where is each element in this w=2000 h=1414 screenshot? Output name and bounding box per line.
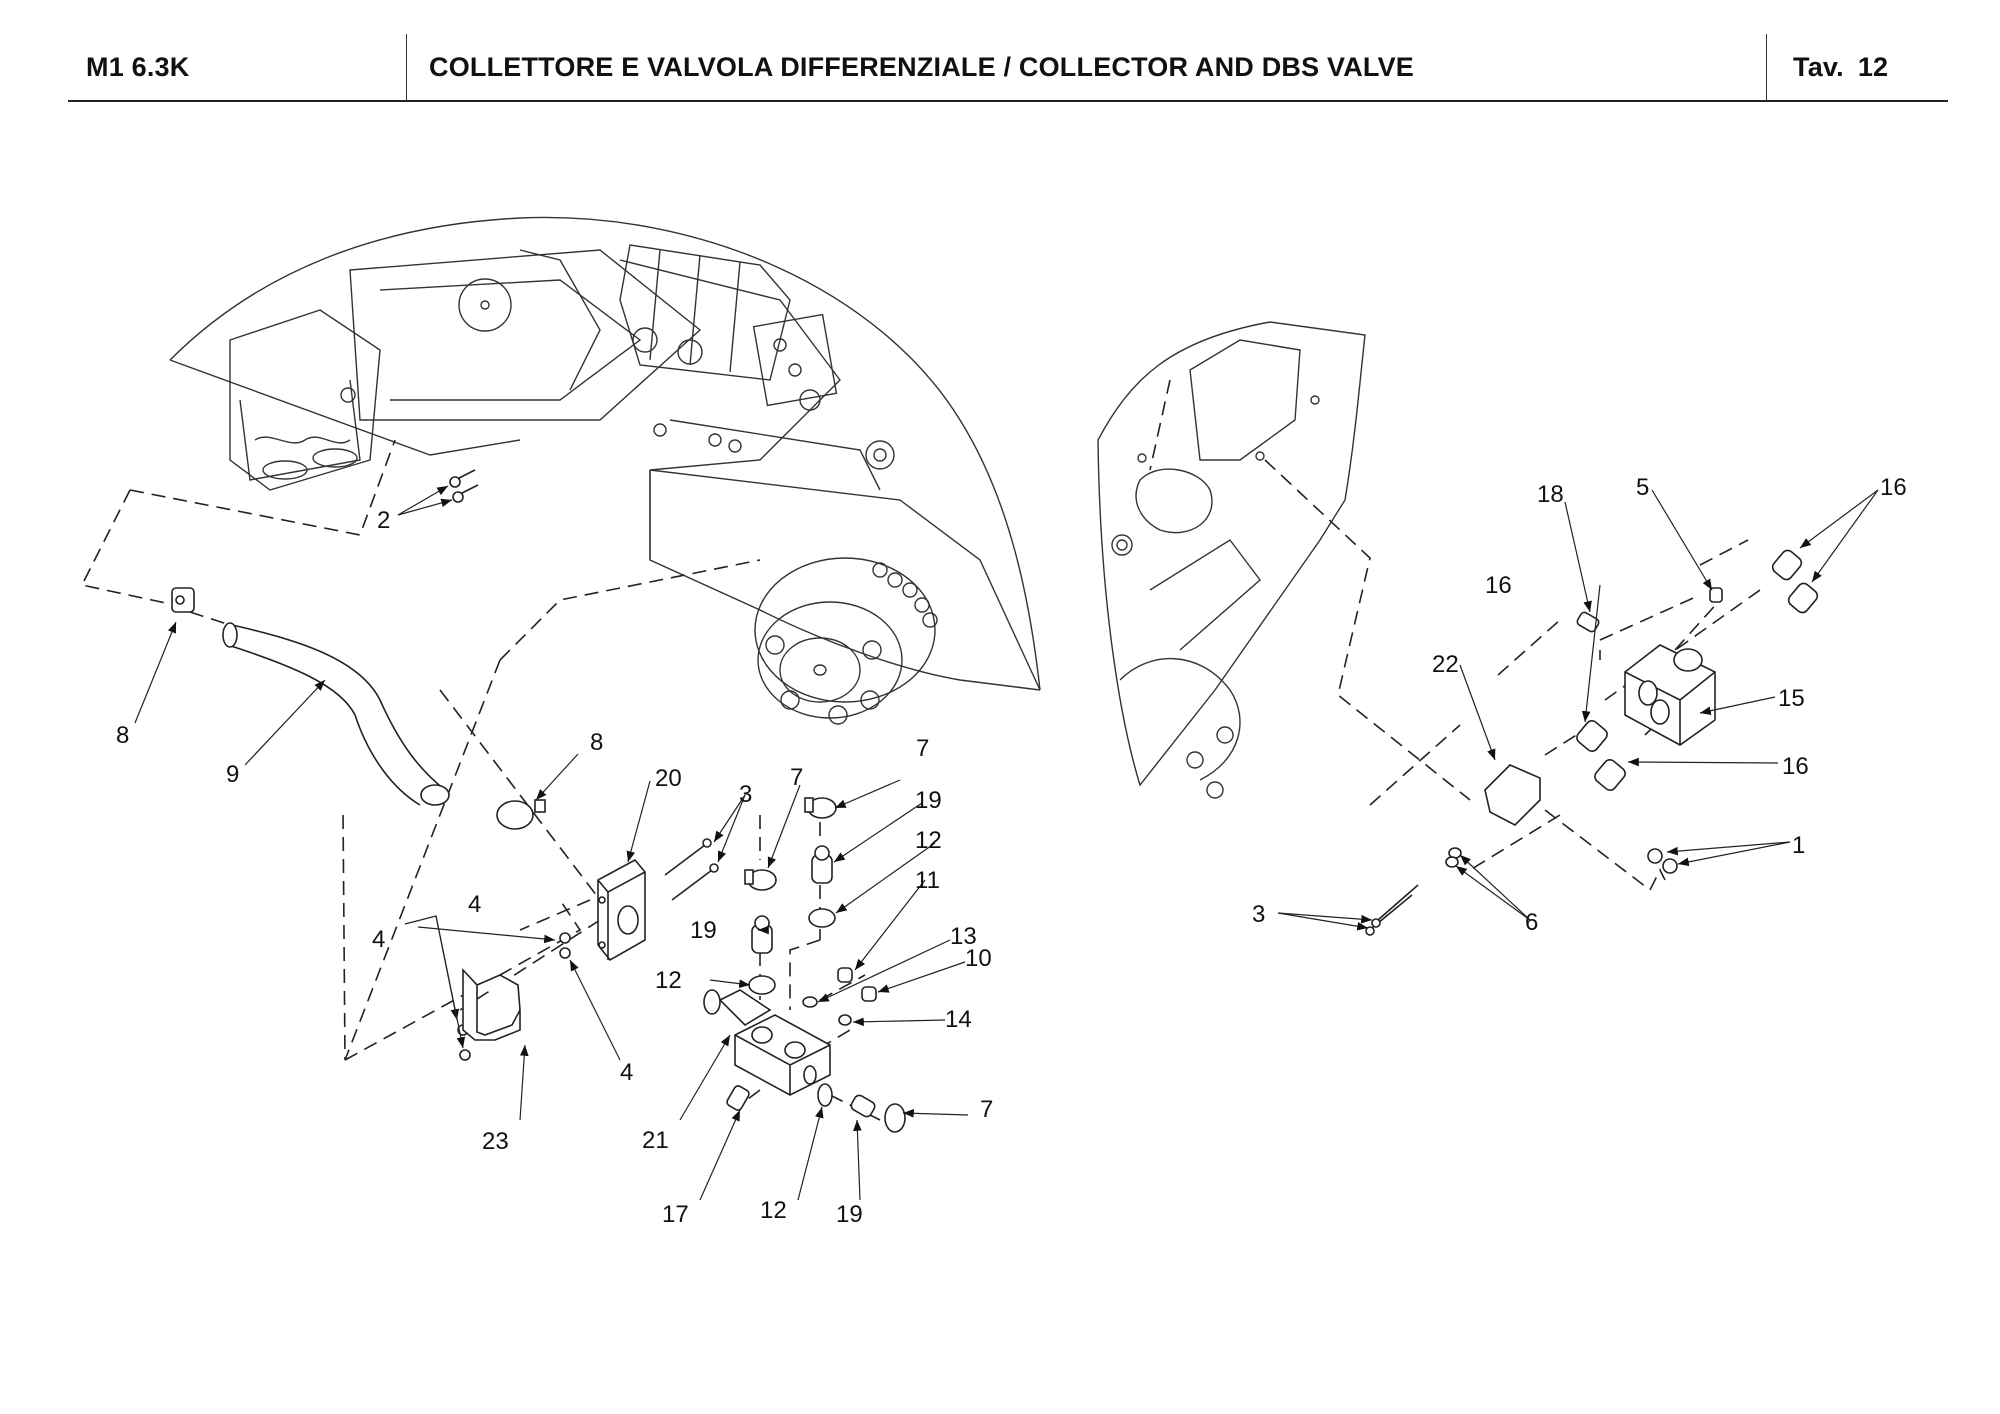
washers-item-6 bbox=[1445, 847, 1462, 868]
clamp-item-7b bbox=[804, 797, 837, 819]
callout-labels: 2 8 9 8 20 3 7 7 19 12 11 19 12 13 10 14… bbox=[116, 474, 1907, 1228]
callout-14: 14 bbox=[945, 1006, 972, 1033]
title-block: M1 6.3K COLLETTORE E VALVOLA DIFFERENZIA… bbox=[68, 34, 1948, 102]
callout-12: 12 bbox=[760, 1197, 787, 1224]
right-view-arc bbox=[1097, 321, 1366, 787]
callout-16: 16 bbox=[1880, 474, 1907, 501]
callout-19: 19 bbox=[690, 917, 717, 944]
callout-7: 7 bbox=[980, 1096, 993, 1123]
clamp-item-7c bbox=[884, 1103, 906, 1133]
fitting-item-16b bbox=[1787, 582, 1819, 614]
right-assembly-lines bbox=[1149, 379, 1761, 891]
callout-8: 8 bbox=[116, 722, 129, 749]
clamp-item-7a bbox=[744, 869, 777, 891]
fitting-item-19c bbox=[850, 1094, 876, 1118]
washer-item-14 bbox=[838, 1014, 852, 1026]
model-code: M1 6.3K bbox=[86, 51, 190, 82]
clamp-item-8b bbox=[496, 799, 546, 830]
fitting-item-16c bbox=[1576, 719, 1608, 753]
left-frame-view bbox=[169, 216, 1041, 725]
callout-7: 7 bbox=[790, 764, 803, 791]
callout-4: 4 bbox=[468, 891, 481, 918]
block-item-20 bbox=[597, 858, 646, 962]
callout-10: 10 bbox=[965, 945, 992, 972]
pedal-plate bbox=[229, 309, 381, 491]
hydraulic-pump bbox=[619, 244, 791, 381]
bolts-item-3b bbox=[1365, 884, 1419, 936]
table-number-cell: Tav. 12 bbox=[1766, 34, 1973, 100]
nuts-item-1 bbox=[1647, 848, 1678, 874]
right-exploded-parts bbox=[1365, 549, 1819, 936]
seal-item-13 bbox=[802, 996, 818, 1008]
left-exploded-parts bbox=[171, 469, 906, 1133]
leader-lines bbox=[134, 485, 1879, 1201]
callout-16: 16 bbox=[1485, 572, 1512, 599]
drawing-title: COLLETTORE E VALVOLA DIFFERENZIALE / COL… bbox=[406, 34, 1779, 100]
callout-3: 3 bbox=[739, 781, 752, 808]
fitting-item-18 bbox=[1576, 611, 1600, 633]
left-view-arc bbox=[169, 216, 1041, 691]
seal-item-12b bbox=[808, 908, 836, 928]
right-frame-view bbox=[1097, 321, 1366, 799]
bracket-item-23 bbox=[462, 967, 521, 1041]
callout-4: 4 bbox=[620, 1059, 633, 1086]
plug-item-10 bbox=[861, 986, 877, 1002]
seal-item-12c bbox=[817, 1083, 833, 1107]
dbs-valve-item-15 bbox=[1624, 644, 1716, 746]
fitting-item-19a bbox=[751, 915, 773, 954]
clamp-item-8a bbox=[171, 587, 195, 613]
callout-15: 15 bbox=[1778, 685, 1805, 712]
table-prefix: Tav. bbox=[1793, 51, 1844, 82]
callout-18: 18 bbox=[1537, 481, 1564, 508]
callout-16: 16 bbox=[1782, 753, 1809, 780]
callout-9: 9 bbox=[226, 761, 239, 788]
callout-3: 3 bbox=[1252, 901, 1265, 928]
callout-1: 1 bbox=[1792, 832, 1805, 859]
hose-item-9 bbox=[231, 624, 446, 791]
callout-6: 6 bbox=[1525, 909, 1538, 936]
callout-12: 12 bbox=[915, 827, 942, 854]
callout-2: 2 bbox=[377, 507, 390, 534]
callout-12: 12 bbox=[655, 967, 682, 994]
callout-21: 21 bbox=[642, 1127, 669, 1154]
fitting-item-16a bbox=[1771, 549, 1803, 581]
callout-17: 17 bbox=[662, 1201, 689, 1228]
plug-item-11 bbox=[837, 967, 853, 983]
callout-11: 11 bbox=[915, 867, 940, 894]
callout-23: 23 bbox=[482, 1128, 509, 1155]
left-assembly-lines bbox=[80, 439, 881, 1121]
fitting-item-17 bbox=[726, 1085, 750, 1111]
callout-8: 8 bbox=[590, 729, 603, 756]
callout-22: 22 bbox=[1432, 651, 1459, 678]
screws-item-2 bbox=[449, 469, 479, 503]
callout-19: 19 bbox=[915, 787, 942, 814]
bracket-item-22 bbox=[1484, 764, 1541, 826]
callout-5: 5 bbox=[1636, 474, 1649, 501]
callout-7: 7 bbox=[916, 735, 929, 762]
bolts-item-3a bbox=[664, 838, 719, 901]
wheel-motor bbox=[754, 557, 938, 725]
callout-20: 20 bbox=[655, 765, 682, 792]
table-number: 12 bbox=[1857, 51, 1889, 82]
callout-13: 13 bbox=[950, 923, 977, 950]
callout-19: 19 bbox=[836, 1201, 863, 1228]
fitting-item-19b bbox=[811, 845, 833, 884]
plug-item-5 bbox=[1709, 587, 1723, 603]
collector-item-21 bbox=[703, 989, 831, 1096]
callout-4: 4 bbox=[372, 926, 385, 953]
fitting-item-16d bbox=[1594, 758, 1626, 792]
seal-item-12a bbox=[748, 975, 776, 995]
